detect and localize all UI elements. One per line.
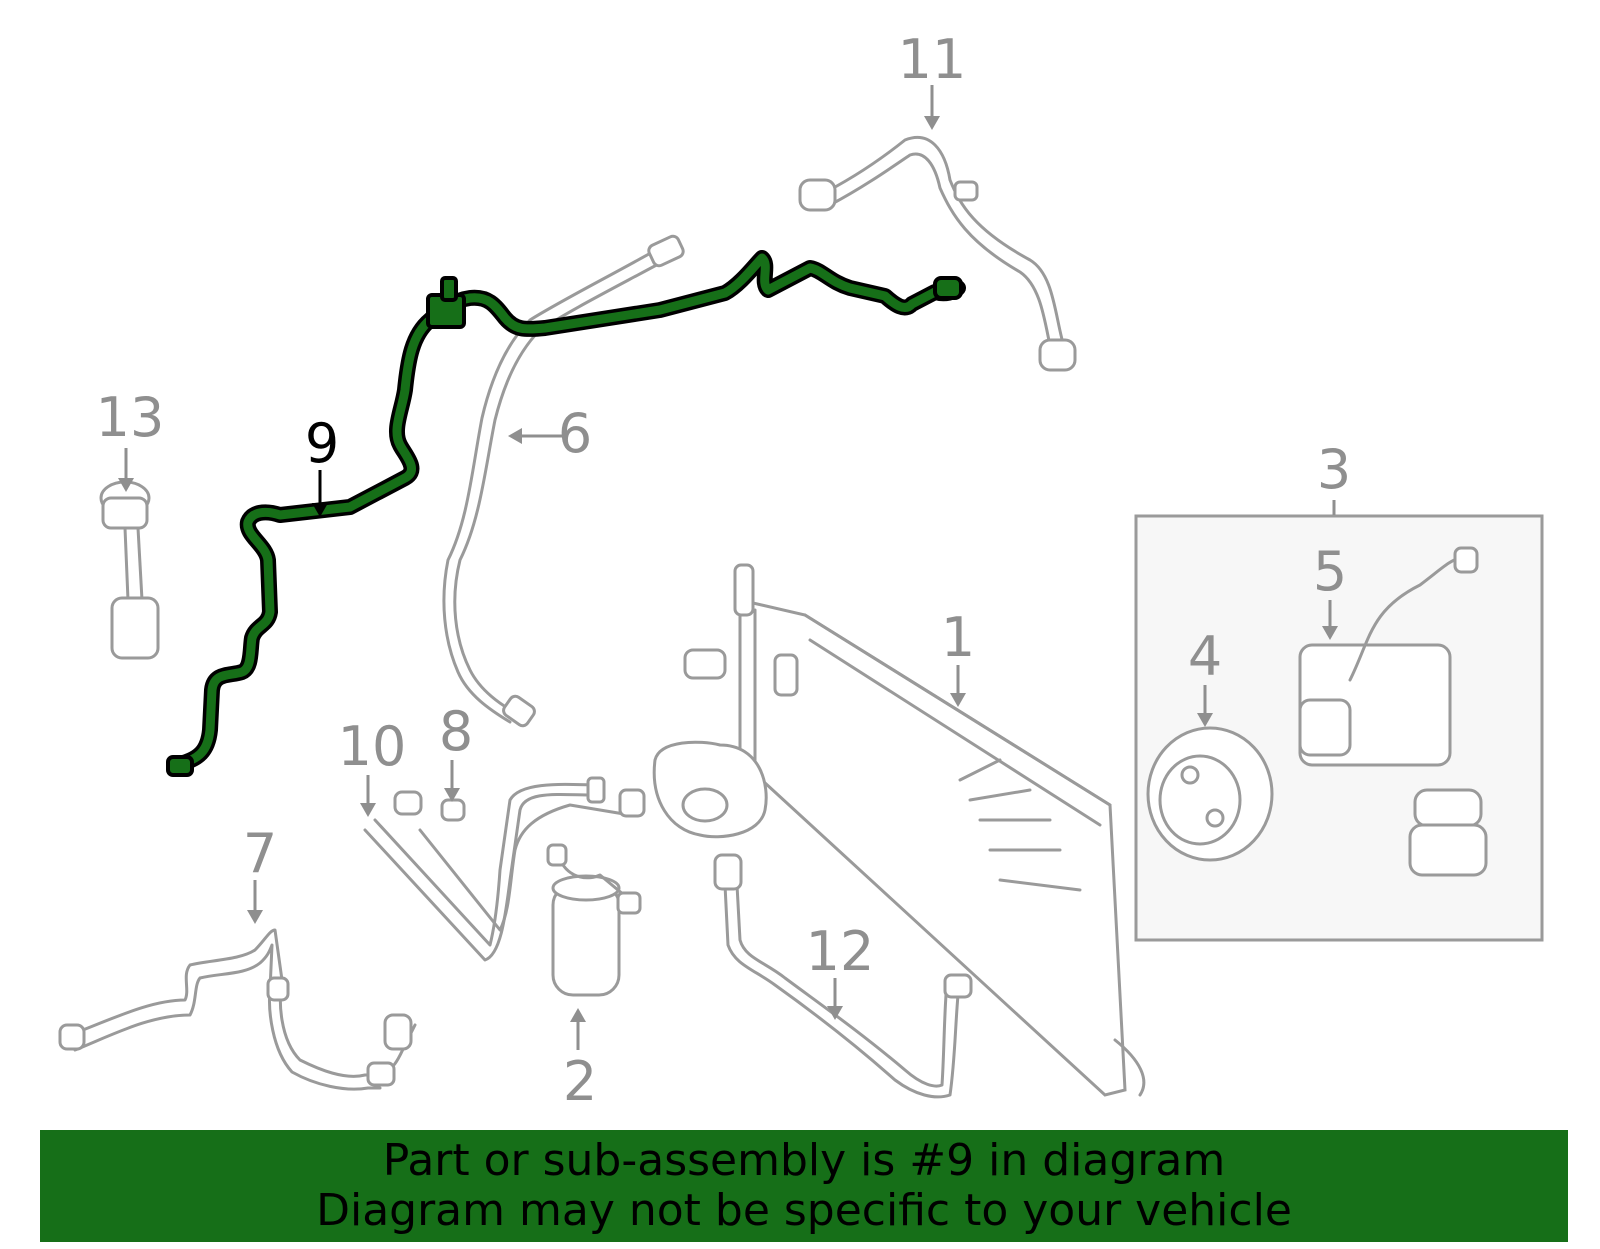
callout-4[interactable]: 4 xyxy=(1188,625,1222,688)
banner-line-2: Diagram may not be specific to your vehi… xyxy=(316,1185,1292,1236)
part-9-hose[interactable] xyxy=(166,250,966,777)
banner-line-1: Part or sub-assembly is #9 in diagram xyxy=(382,1135,1226,1186)
part-6-hose[interactable] xyxy=(442,234,685,728)
callout-2[interactable]: 2 xyxy=(563,1050,597,1113)
part-2-drier[interactable] xyxy=(546,843,642,997)
callout-13[interactable]: 13 xyxy=(96,386,165,449)
part-3-compressor-box[interactable] xyxy=(1134,514,1544,942)
callout-8[interactable]: 8 xyxy=(439,700,473,763)
callout-11[interactable]: 11 xyxy=(898,28,967,91)
info-banner: Part or sub-assembly is #9 in diagram Di… xyxy=(40,1130,1568,1242)
callout-labels: 11 6 13 9 3 5 4 1 10 8 7 12 2 xyxy=(96,28,1352,1113)
callout-1[interactable]: 1 xyxy=(941,606,975,669)
part-block[interactable] xyxy=(652,740,768,839)
callout-9[interactable]: 9 xyxy=(305,412,339,475)
callout-10[interactable]: 10 xyxy=(338,715,407,778)
callout-3[interactable]: 3 xyxy=(1317,438,1351,501)
callout-7[interactable]: 7 xyxy=(243,822,277,885)
part-13-switch[interactable] xyxy=(99,480,160,660)
part-11-hose[interactable] xyxy=(798,135,1077,372)
part-1-condenser[interactable] xyxy=(683,563,1146,1097)
callout-5[interactable]: 5 xyxy=(1313,540,1347,603)
leader-arrows xyxy=(118,85,1338,1050)
callout-6[interactable]: 6 xyxy=(558,402,592,465)
callout-12[interactable]: 12 xyxy=(806,920,875,983)
part-12-line[interactable] xyxy=(713,853,973,1099)
part-7-hose[interactable] xyxy=(58,928,417,1091)
